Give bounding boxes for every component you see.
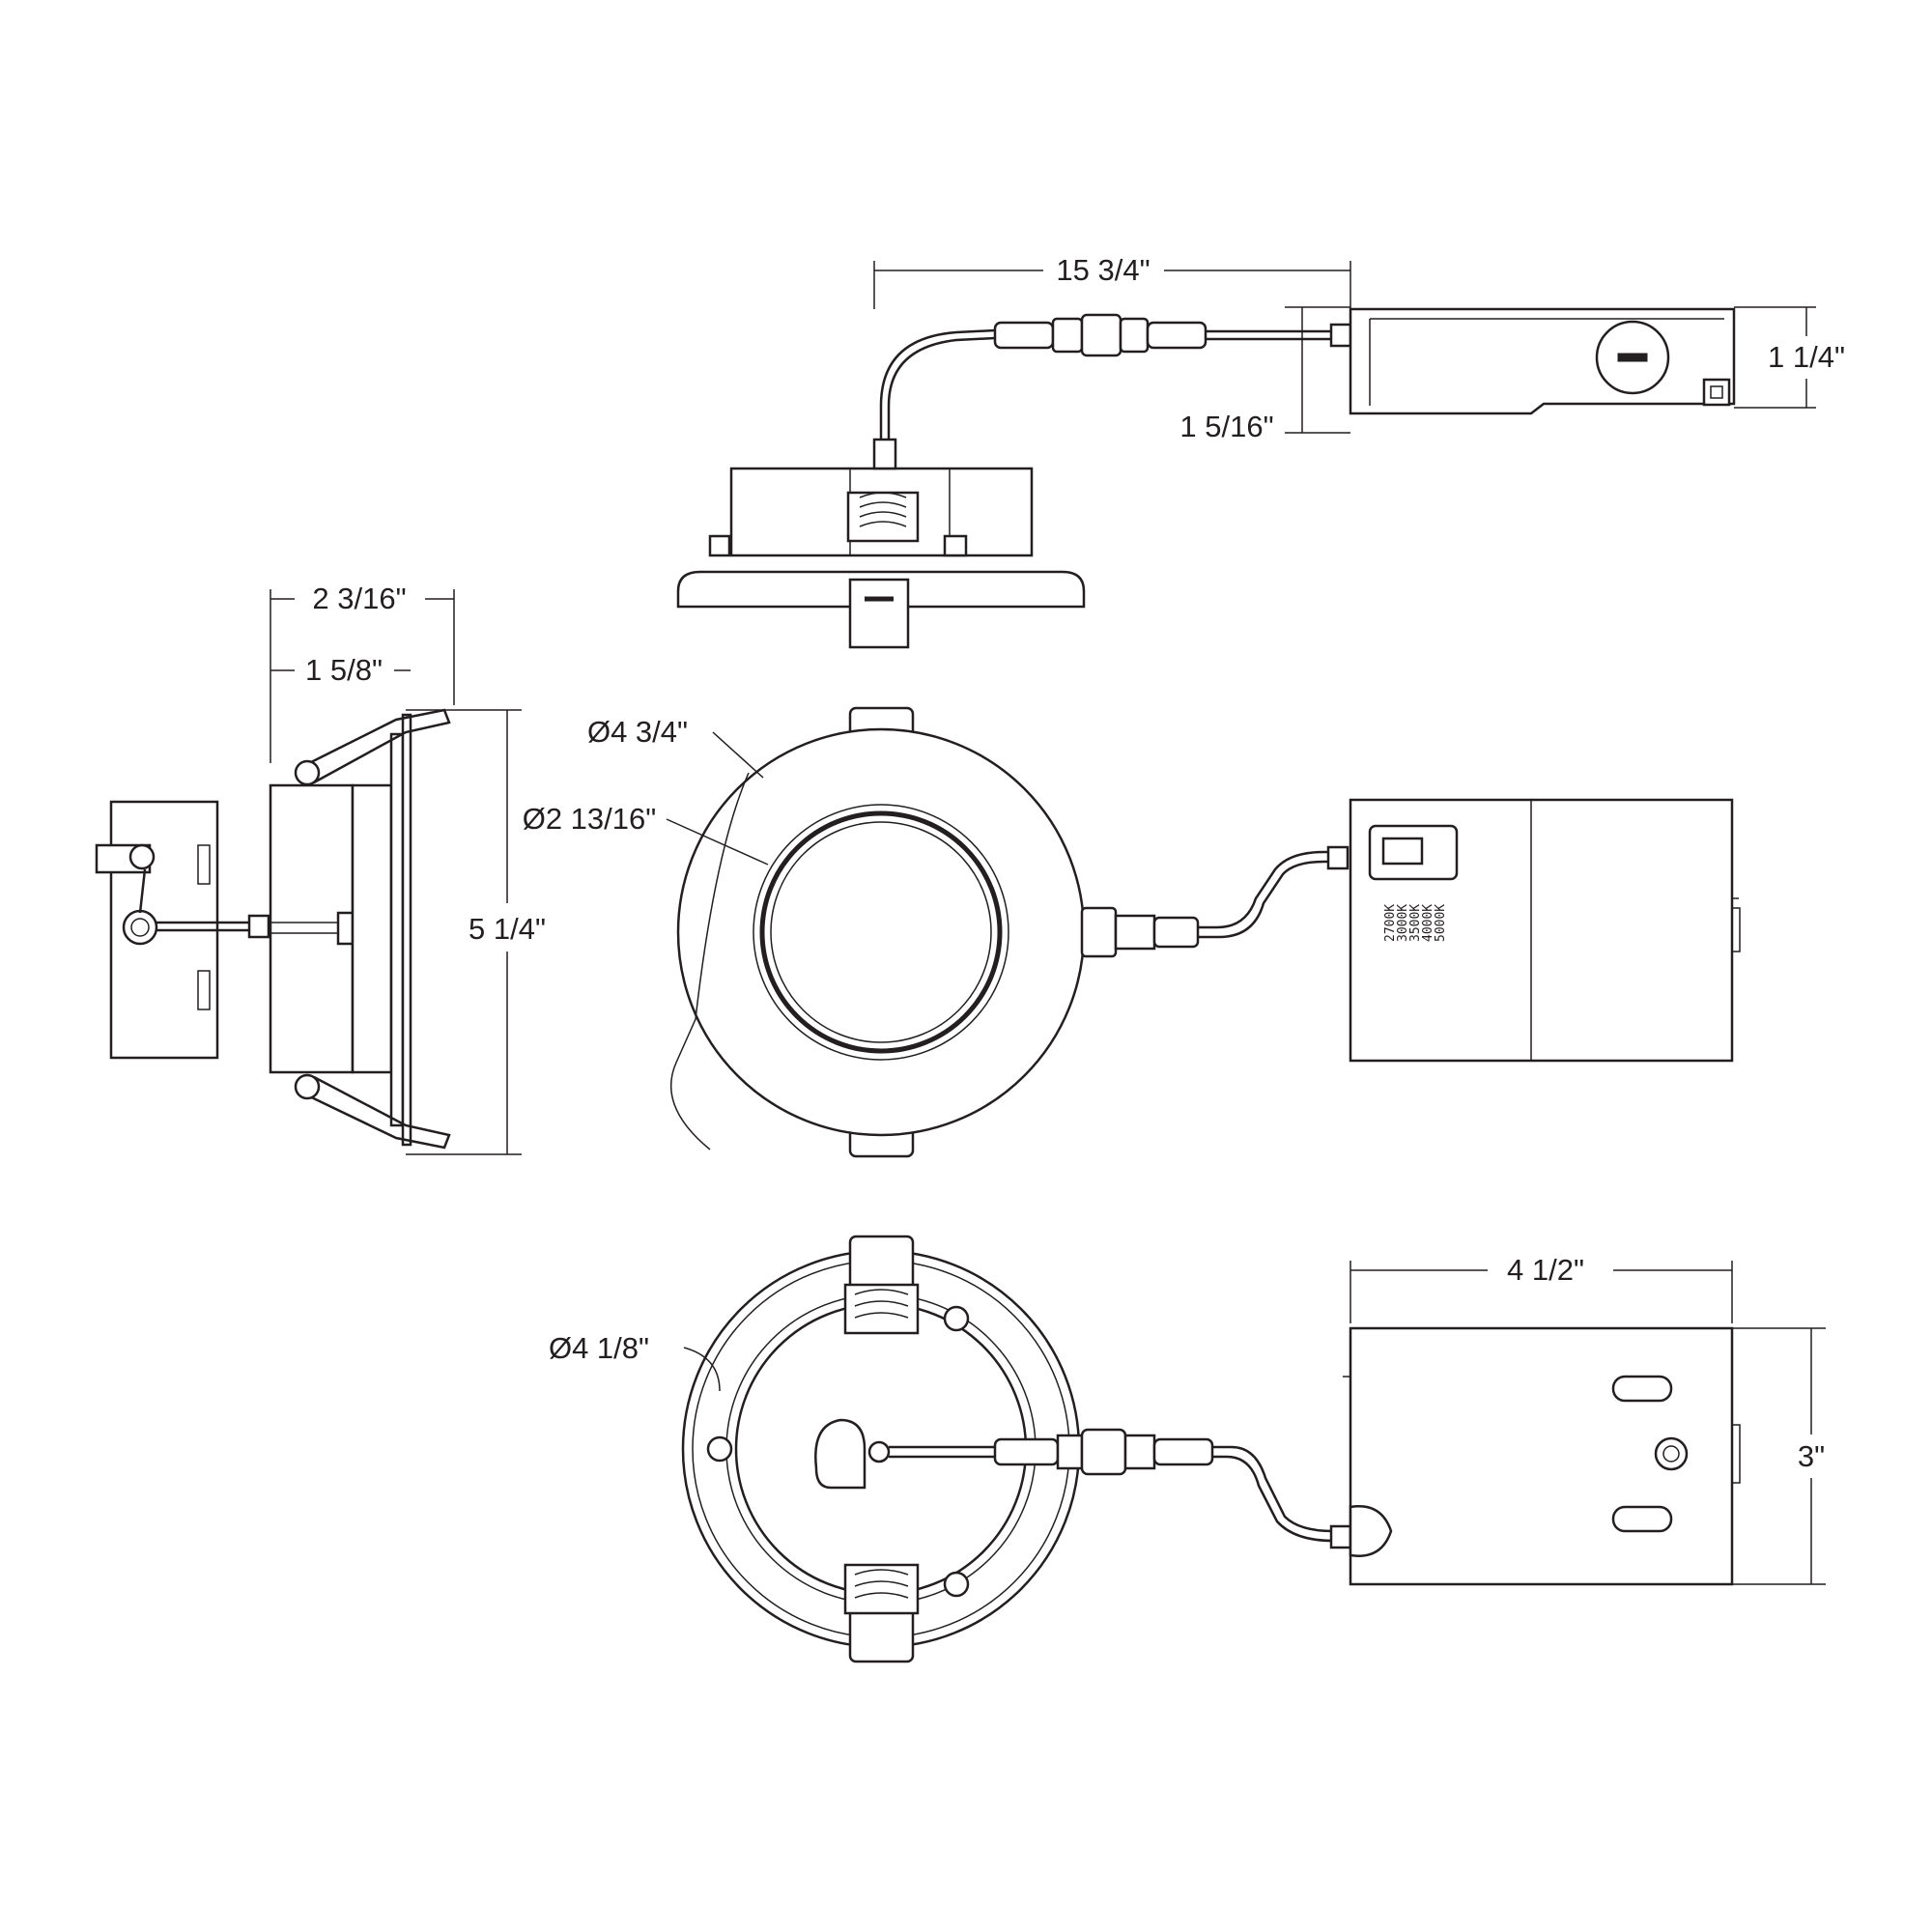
dim-overall-depth: 2 3/16" xyxy=(312,582,406,615)
dim-aperture-diameter: Ø2 13/16" xyxy=(523,802,657,836)
cct-label: 3000K xyxy=(1396,904,1410,942)
cct-selector-labels: 2700K 3000K 3500K 4000K 5000K xyxy=(1383,904,1448,942)
front-view: Ø4 3/4" Ø2 13/16" 2700K 3000K 3500K 4000… xyxy=(523,706,1741,1158)
cct-label: 2700K xyxy=(1383,904,1398,942)
dim-box-inner-height: 1 5/16" xyxy=(1179,410,1273,443)
dim-body-depth: 1 5/8" xyxy=(305,653,383,687)
dim-trim-diameter: Ø4 3/4" xyxy=(587,715,688,749)
cct-label: 5000K xyxy=(1434,904,1448,942)
dim-box-height: 3" xyxy=(1798,1439,1825,1473)
left-side-view: 2 3/16" 1 5/8" 5 1/4" xyxy=(95,582,546,1155)
cct-label: 3500K xyxy=(1408,904,1423,942)
cct-label: 4000K xyxy=(1421,904,1435,942)
rear-view: Ø4 1/8" 4 1/2" 3" xyxy=(549,1235,1826,1663)
dim-box-length: 4 1/2" xyxy=(1507,1253,1584,1287)
dim-cable-length: 15 3/4" xyxy=(1056,253,1150,287)
dim-box-height-top: 1 1/4" xyxy=(1768,340,1845,374)
dim-height-springs: 5 1/4" xyxy=(469,912,546,946)
dim-cutout-diameter: Ø4 1/8" xyxy=(549,1331,649,1365)
top-side-view: 15 3/4" 1 xyxy=(676,253,1845,649)
